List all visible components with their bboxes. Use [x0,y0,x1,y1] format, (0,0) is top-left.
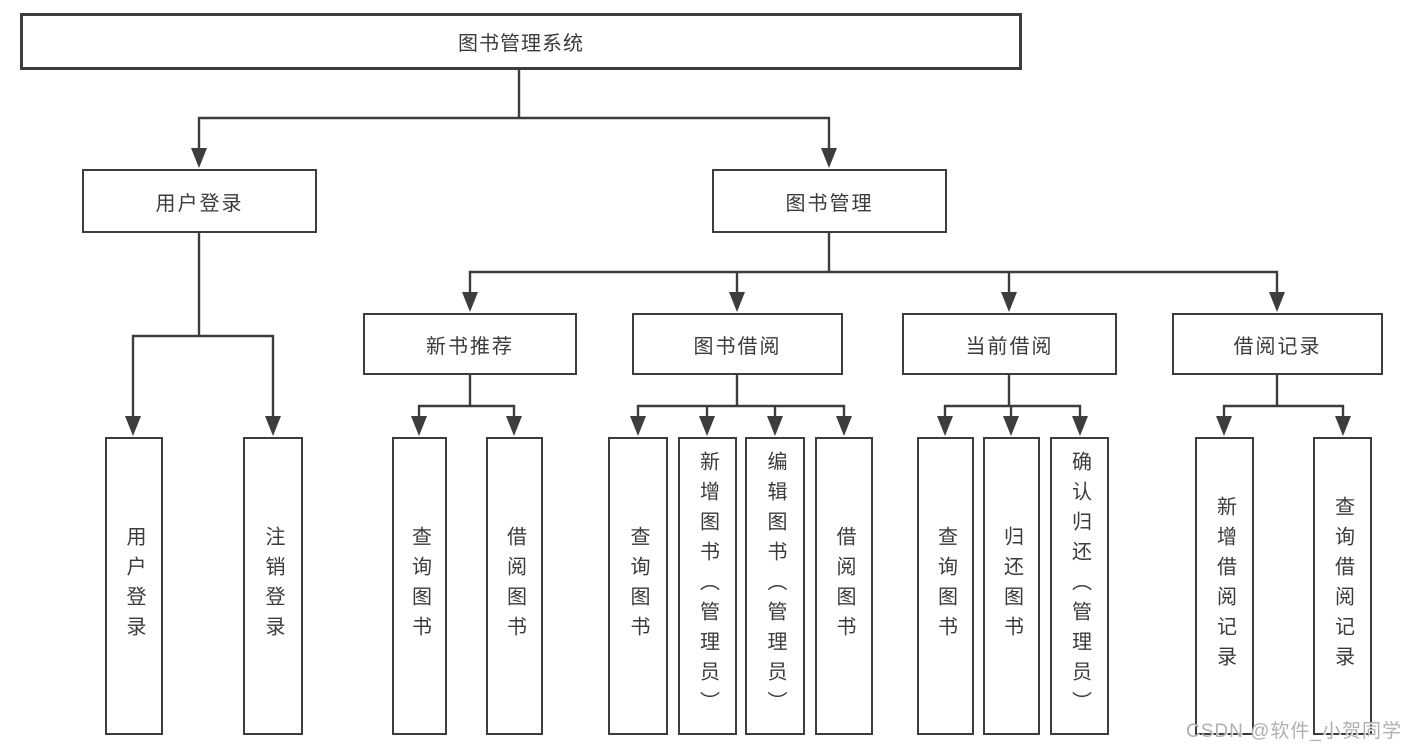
leaf-edit-book-admin: 编辑图书（管理员） [745,437,805,735]
leaf-query-borrow-record-label: 查询借阅记录 [1331,496,1354,676]
leaf-query-books-recommend-label: 查询图书 [408,526,431,646]
leaf-logout-label: 注销登录 [262,526,284,646]
node-new-book-recommend: 新书推荐 [363,313,577,375]
watermark: CSDN @软件_小贺同学 [1186,721,1402,742]
leaf-add-borrow-record-label: 新增借阅记录 [1213,496,1236,676]
leaf-return-book: 归还图书 [983,437,1040,735]
leaf-borrow-books-recommend: 借阅图书 [486,437,543,735]
leaf-query-borrow-record: 查询借阅记录 [1313,437,1372,735]
leaf-confirm-return-admin-label: 确认归还（管理员） [1068,451,1091,721]
leaf-query-books-recommend: 查询图书 [392,437,447,735]
leaf-query-books-current-label: 查询图书 [934,526,957,646]
node-root: 图书管理系统 [20,13,1022,70]
leaf-borrow-books-recommend-label: 借阅图书 [503,526,526,646]
leaf-add-borrow-record: 新增借阅记录 [1195,437,1254,735]
leaf-edit-book-admin-label: 编辑图书（管理员） [764,451,786,721]
leaf-add-book-admin-label: 新增图书（管理员） [696,451,719,721]
leaf-query-books-borrow: 查询图书 [608,437,668,735]
leaf-user-login: 用户登录 [105,437,163,735]
leaf-query-books-current: 查询图书 [917,437,974,735]
node-current-borrow: 当前借阅 [902,313,1117,375]
leaf-user-login-label: 用户登录 [123,526,145,646]
leaf-borrow-books: 借阅图书 [815,437,873,735]
node-user-login: 用户登录 [82,169,317,233]
leaf-query-books-borrow-label: 查询图书 [627,526,649,646]
leaf-borrow-books-label: 借阅图书 [833,526,855,646]
leaf-return-book-label: 归还图书 [1000,526,1023,646]
node-book-borrow: 图书借阅 [632,313,843,375]
leaf-add-book-admin: 新增图书（管理员） [678,437,737,735]
node-book-management: 图书管理 [712,169,947,233]
leaf-confirm-return-admin: 确认归还（管理员） [1050,437,1109,735]
leaf-logout: 注销登录 [243,437,303,735]
node-borrow-records: 借阅记录 [1172,313,1383,375]
